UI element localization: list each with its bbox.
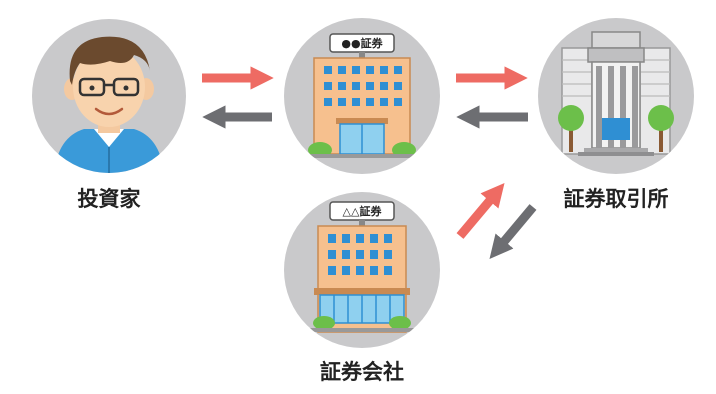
broker-circle xyxy=(284,18,440,174)
arrow-exchange-to-company xyxy=(489,204,537,259)
stock-exchange-icon xyxy=(558,31,674,156)
tree-icon xyxy=(558,105,674,152)
exchange-label: 証券取引所 xyxy=(563,187,669,211)
exchange-circle xyxy=(538,18,694,174)
office-building-icon xyxy=(306,33,418,158)
broker-sign: ●●証券 xyxy=(341,37,383,50)
company-label: 証券会社 xyxy=(320,360,404,384)
office-building-icon xyxy=(310,201,414,333)
arrow-company-to-exchange xyxy=(456,183,505,239)
investor-circle xyxy=(32,19,186,173)
company-sign: △△証券 xyxy=(342,205,382,218)
investor-label: 投資家 xyxy=(77,187,141,211)
person-icon xyxy=(54,36,164,173)
company-circle xyxy=(284,192,440,348)
